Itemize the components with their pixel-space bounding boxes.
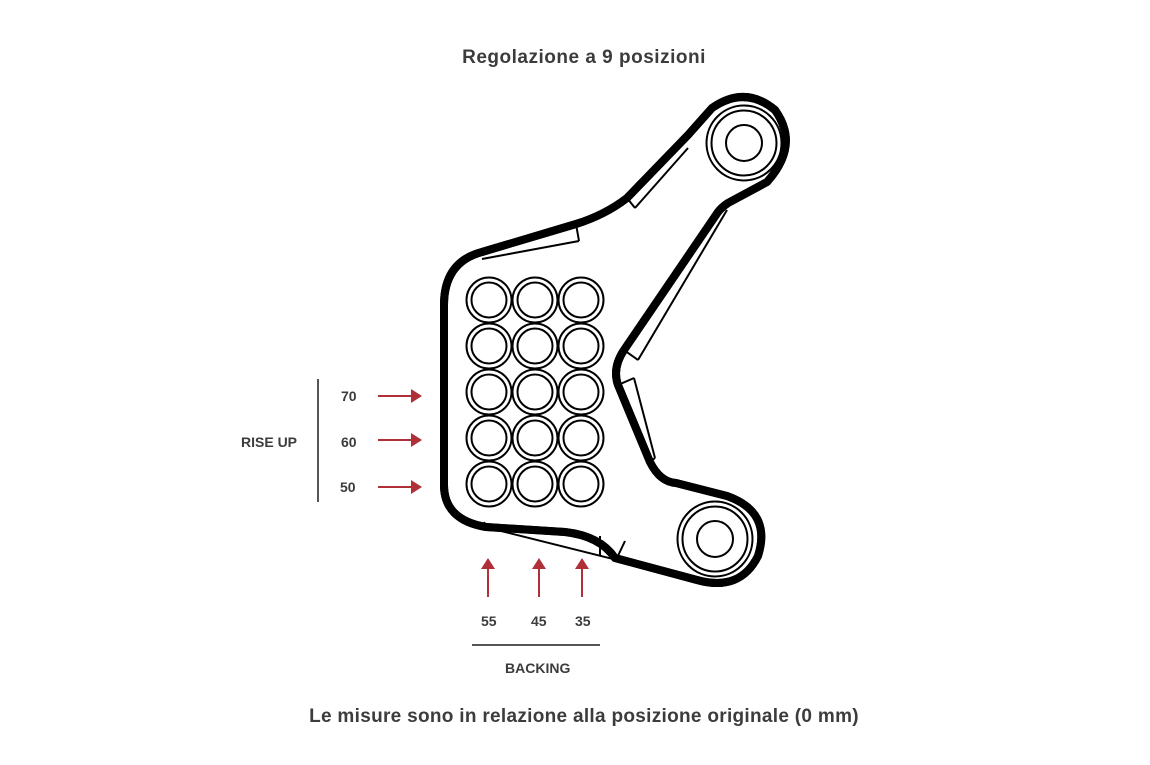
bracket-outline	[440, 97, 786, 583]
backing-arrows	[481, 558, 589, 597]
backing-value: 55	[481, 613, 497, 629]
adjustment-hole	[511, 322, 559, 370]
arrow-right-icon	[378, 480, 422, 494]
adjustment-hole	[465, 368, 513, 416]
adjustment-hole	[465, 322, 513, 370]
rise-up-value: 60	[341, 434, 357, 450]
backing-value: 35	[575, 613, 591, 629]
footnote: Le misure sono in relazione alla posizio…	[309, 706, 859, 727]
pivot-top	[705, 104, 783, 182]
adjustment-hole	[465, 460, 513, 508]
adjustment-holes	[465, 276, 605, 508]
adjustment-hole	[511, 276, 559, 324]
adjustment-hole	[511, 414, 559, 462]
adjustment-hole	[557, 322, 605, 370]
pivot-bottom	[676, 500, 754, 578]
adjustment-hole	[557, 276, 605, 324]
backing-value: 45	[531, 613, 547, 629]
arrow-up-icon	[481, 558, 495, 597]
adjustment-hole	[557, 460, 605, 508]
diagram-title: Regolazione a 9 posizioni	[462, 47, 706, 68]
adjustment-hole	[465, 414, 513, 462]
adjustment-hole	[465, 276, 513, 324]
rise-up-arrows	[378, 389, 422, 494]
arrow-up-icon	[575, 558, 589, 597]
adjustment-hole	[511, 368, 559, 416]
adjustment-hole	[557, 368, 605, 416]
adjustment-hole	[511, 460, 559, 508]
arrow-up-icon	[532, 558, 546, 597]
backing-label: BACKING	[505, 660, 571, 676]
arrow-right-icon	[378, 433, 422, 447]
arrow-right-icon	[378, 389, 422, 403]
rise-up-value: 50	[340, 479, 356, 495]
rise-up-label: RISE UP	[241, 434, 298, 450]
rise-up-value: 70	[341, 388, 357, 404]
adjustment-hole	[557, 414, 605, 462]
